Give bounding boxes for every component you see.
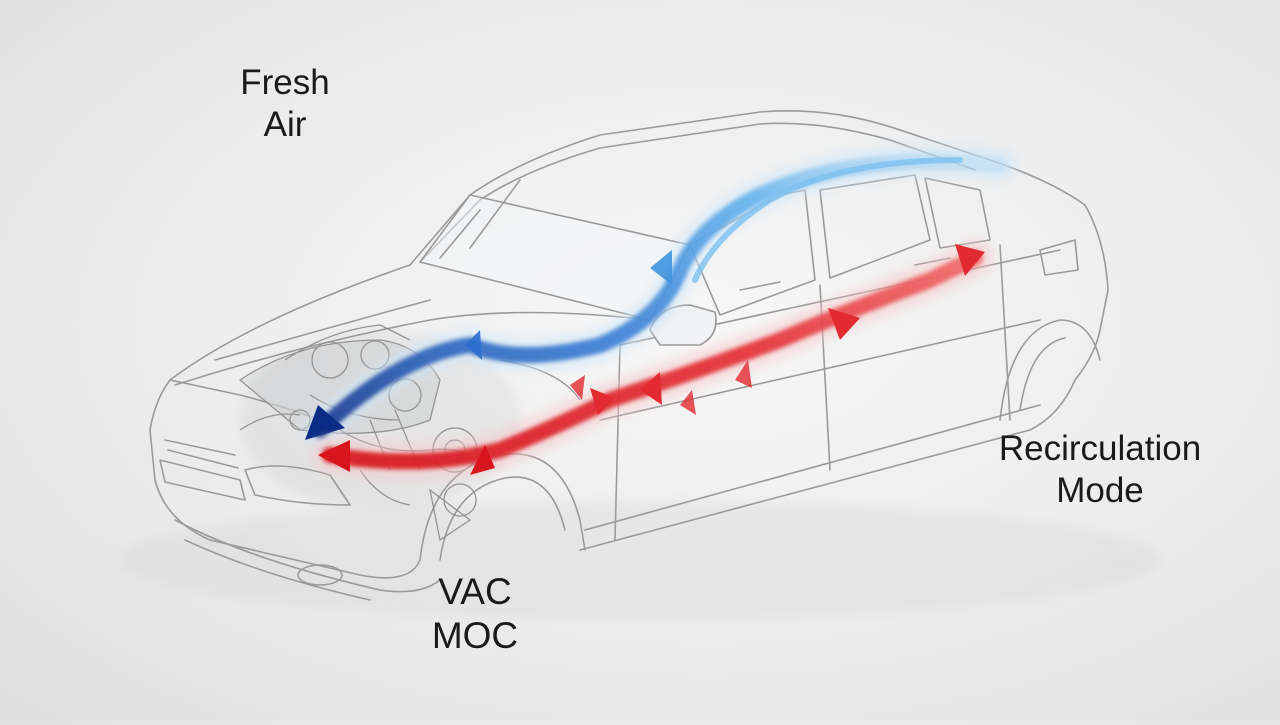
recirculation-arrow-icon — [312, 240, 993, 480]
fresh-air-arrow-icon — [303, 144, 1017, 447]
vac-moc-label-line2: MOC — [431, 615, 519, 657]
car-body — [149, 110, 1109, 601]
vac-moc-label: VAC MOC — [405, 570, 545, 659]
recirculation-mode-label: Recirculation Mode — [960, 428, 1240, 512]
fresh-air-label-line2: Air — [263, 105, 307, 144]
recirculation-label-line1: Recirculation — [998, 429, 1202, 468]
recirculation-label-line2: Mode — [1056, 471, 1144, 510]
vac-moc-label-line1: VAC — [438, 571, 512, 612]
fresh-air-label-line1: Fresh — [240, 63, 330, 102]
fresh-air-label: Fresh Air — [220, 62, 350, 146]
